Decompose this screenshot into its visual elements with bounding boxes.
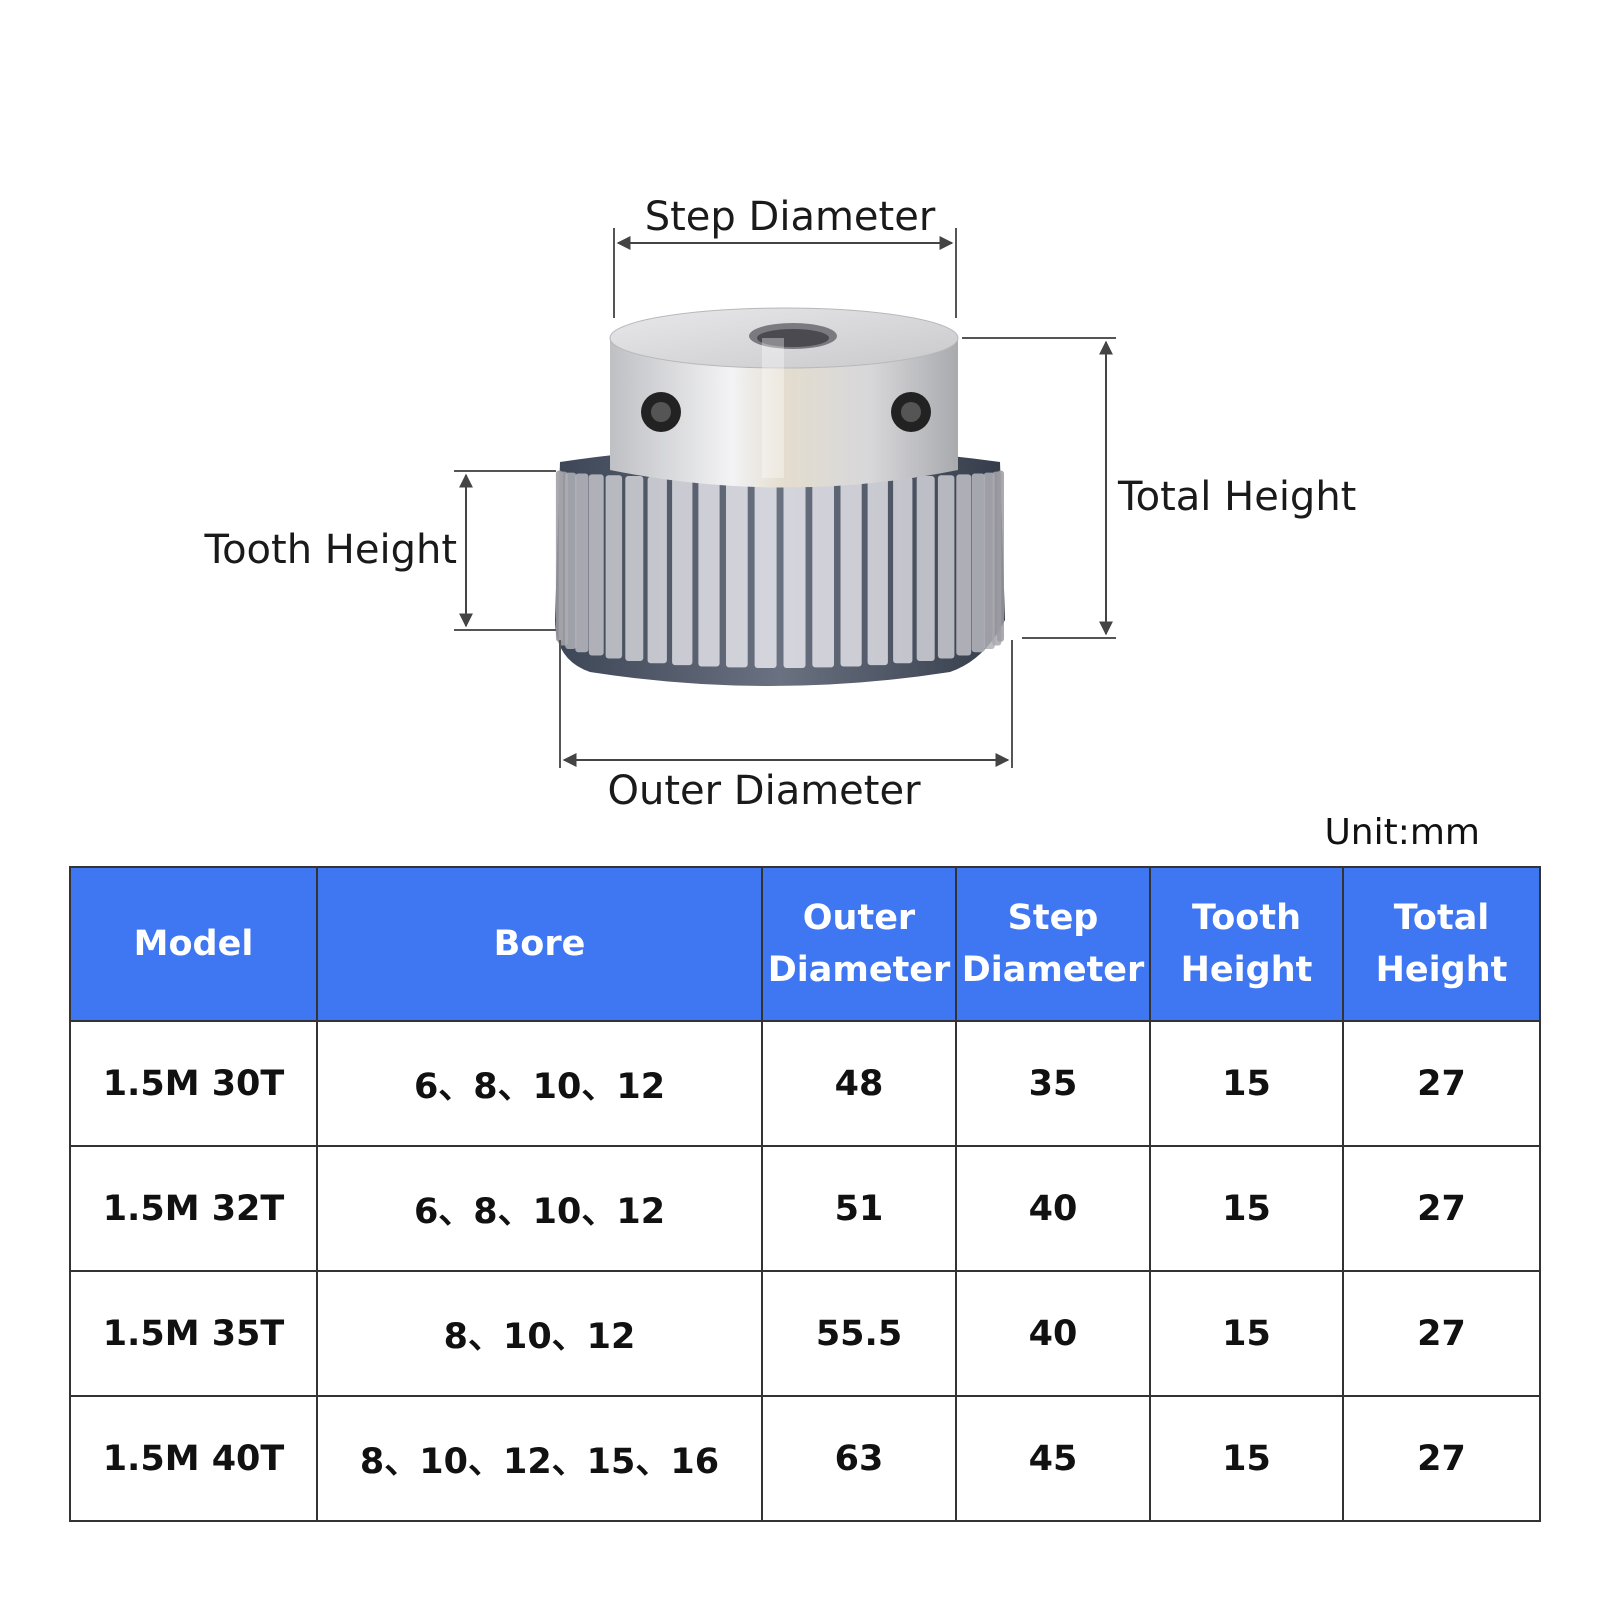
outer-diameter-dimension: Outer Diameter (559, 640, 1013, 814)
cell-model: 1.5M 35T (69, 1270, 318, 1397)
tooth-height-dimension: Tooth Height (203, 470, 556, 631)
gear-tooth (812, 477, 834, 668)
table-row: 1.5M 35T 8、10、12 55.5 40 15 27 (69, 1270, 1541, 1397)
header-model: Model (69, 866, 318, 1022)
spec-table: Model Bore Outer Diameter Step Diameter … (69, 866, 1541, 1522)
total-height-label: Total Height (1117, 474, 1356, 520)
header-step-diameter: Step Diameter (955, 866, 1151, 1022)
gear-teeth (555, 470, 1004, 668)
gear-tooth (565, 472, 577, 649)
cell-step-diameter: 40 (955, 1270, 1151, 1397)
gear-tooth (726, 477, 748, 668)
unit-label: Unit:mm (1324, 812, 1480, 853)
cell-bore: 6、8、10、12 (316, 1020, 763, 1147)
cell-total-height: 27 (1342, 1020, 1541, 1147)
total-height-dimension: Total Height (962, 337, 1356, 639)
cell-tooth-height: 15 (1149, 1270, 1344, 1397)
cell-tooth-height: 15 (1149, 1145, 1344, 1272)
cell-step-diameter: 35 (955, 1020, 1151, 1147)
gear-tooth (605, 475, 623, 659)
cell-bore: 8、10、12、15、16 (316, 1395, 763, 1522)
spec-table-header: Model Bore Outer Diameter Step Diameter … (69, 866, 1541, 1022)
cell-step-diameter: 40 (955, 1145, 1151, 1272)
cell-outer-diameter: 63 (761, 1395, 957, 1522)
gear-tooth (937, 475, 955, 659)
cell-total-height: 27 (1342, 1395, 1541, 1522)
header-total-height: Total Height (1342, 866, 1541, 1022)
cell-total-height: 27 (1342, 1145, 1541, 1272)
gear-tooth (867, 477, 888, 666)
gear-tooth (997, 470, 1004, 642)
gear-tooth (754, 478, 777, 668)
cell-outer-diameter: 48 (761, 1020, 957, 1147)
gear-tooth (916, 476, 935, 661)
table-row: 1.5M 40T 8、10、12、15、16 63 45 15 27 (69, 1395, 1541, 1522)
gear-tooth (971, 473, 985, 653)
cell-tooth-height: 15 (1149, 1395, 1344, 1522)
cell-model: 1.5M 30T (69, 1020, 318, 1147)
header-outer-diameter: Outer Diameter (761, 866, 957, 1022)
header-tooth-height: Tooth Height (1149, 866, 1344, 1022)
gear-tooth (783, 478, 806, 668)
gear-tooth (893, 476, 913, 664)
table-row: 1.5M 30T 6、8、10、12 48 35 15 27 (69, 1020, 1541, 1147)
gear-hub (609, 307, 959, 488)
header-bore: Bore (316, 866, 763, 1022)
step-diameter-label: Step Diameter (645, 194, 936, 240)
cell-total-height: 27 (1342, 1270, 1541, 1397)
cell-model: 1.5M 40T (69, 1395, 318, 1522)
gear-dimension-diagram: Step Diameter Total Height Tooth Height … (203, 194, 1356, 814)
gear-tooth (840, 477, 862, 667)
gear-tooth (575, 473, 589, 653)
cell-model: 1.5M 32T (69, 1145, 318, 1272)
spec-table-body: 1.5M 30T 6、8、10、12 48 35 15 27 1.5M 32T … (69, 1020, 1541, 1522)
table-row: 1.5M 32T 6、8、10、12 51 40 15 27 (69, 1145, 1541, 1272)
gear-tooth (956, 474, 972, 656)
gear-tooth (983, 472, 995, 649)
cell-tooth-height: 15 (1149, 1020, 1344, 1147)
gear-tooth (647, 476, 667, 664)
tooth-height-label: Tooth Height (203, 527, 457, 573)
gear-tooth (672, 477, 693, 666)
step-diameter-dimension: Step Diameter (613, 194, 957, 318)
cell-outer-diameter: 55.5 (761, 1270, 957, 1397)
gear-tooth (698, 477, 720, 667)
gear-tooth (588, 474, 604, 656)
gear-tooth-ring (555, 446, 1005, 686)
gear-tooth (625, 476, 644, 661)
cell-outer-diameter: 51 (761, 1145, 957, 1272)
cell-step-diameter: 45 (955, 1395, 1151, 1522)
cell-bore: 6、8、10、12 (316, 1145, 763, 1272)
outer-diameter-label: Outer Diameter (607, 768, 921, 814)
cell-bore: 8、10、12 (316, 1270, 763, 1397)
